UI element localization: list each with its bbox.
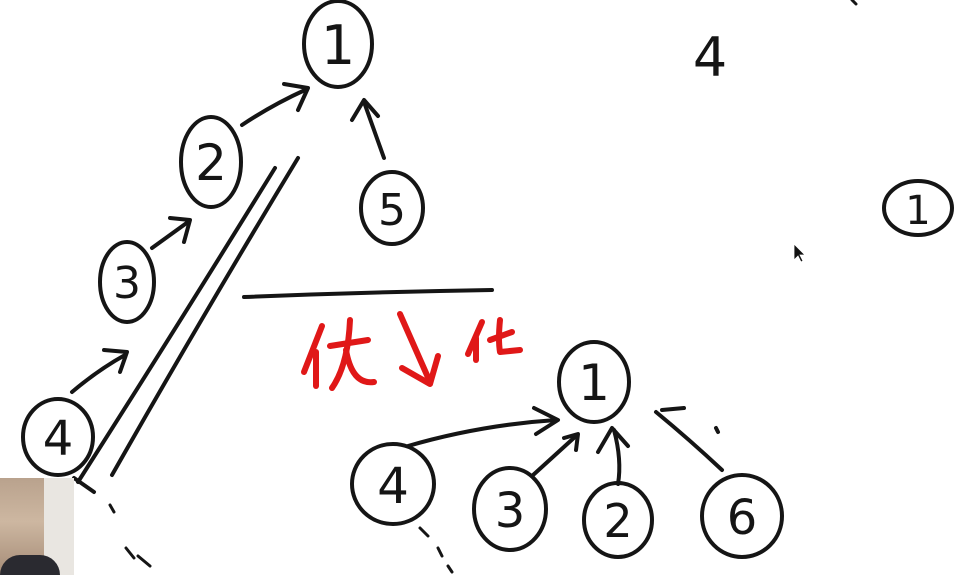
annotation-left-text: 优 xyxy=(0,0,1,1)
floating-four-label: 4 xyxy=(693,26,727,89)
annotation-char-hua xyxy=(465,317,523,363)
lower-node-1: 1 xyxy=(557,340,631,424)
lower-node-1-label: 1 xyxy=(578,354,610,412)
upper-arrow-5-to-1 xyxy=(350,98,386,160)
annotation-right-text: 化 xyxy=(0,0,1,1)
annotation-char-you xyxy=(301,317,377,391)
upper-arrow-2-to-1 xyxy=(240,82,310,127)
lower-node-2: 2 xyxy=(582,481,654,559)
upper-node-1: 1 xyxy=(302,0,374,89)
webcam-presenter xyxy=(0,555,60,575)
lower-node-4-label: 4 xyxy=(377,457,409,515)
upper-node-2: 2 xyxy=(179,115,243,209)
floating-circled-one: 1 xyxy=(882,179,954,237)
lower-trailing-marks xyxy=(418,526,454,574)
upper-node-5: 5 xyxy=(359,170,425,246)
lower-node-6: 6 xyxy=(700,473,784,559)
upper-node-5-label: 5 xyxy=(378,185,406,236)
upper-node-4-label: 4 xyxy=(43,411,74,467)
upper-tree: 1 2 3 4 5 xyxy=(21,0,425,568)
divider-line xyxy=(242,288,494,299)
lower-arrow-2-to-1 xyxy=(596,426,630,486)
floating-number-four: 4 xyxy=(693,26,727,89)
lower-node-6-label: 6 xyxy=(727,490,758,546)
optimization-annotation: 优 化 xyxy=(0,0,523,391)
lower-arrow-4-to-1 xyxy=(406,406,560,448)
upper-node-3-label: 3 xyxy=(113,258,141,309)
mouse-pointer-icon xyxy=(793,243,806,263)
upper-long-strokes xyxy=(72,156,300,568)
lower-arrow-6-to-1 xyxy=(654,406,724,472)
upper-arrow-3-to-2 xyxy=(150,216,192,250)
top-edge-mark xyxy=(850,0,858,6)
upper-node-2-label: 2 xyxy=(195,134,227,192)
webcam-overlay xyxy=(0,478,74,575)
lower-node-3: 3 xyxy=(472,466,548,552)
upper-node-3: 3 xyxy=(98,240,156,324)
lower-node-3-label: 3 xyxy=(495,483,526,539)
upper-node-1-label: 1 xyxy=(321,14,355,77)
lower-node-2-label: 2 xyxy=(603,494,632,548)
floating-circled-one-label: 1 xyxy=(905,188,930,234)
lower-tree: 1 4 3 2 6 xyxy=(350,340,784,574)
down-arrow-icon xyxy=(397,311,441,387)
upper-arrow-4-to-3 xyxy=(70,348,129,394)
lower-node-4: 4 xyxy=(350,442,436,526)
upper-node-4: 4 xyxy=(21,397,95,477)
lower-arrow-3-to-1 xyxy=(530,432,580,478)
